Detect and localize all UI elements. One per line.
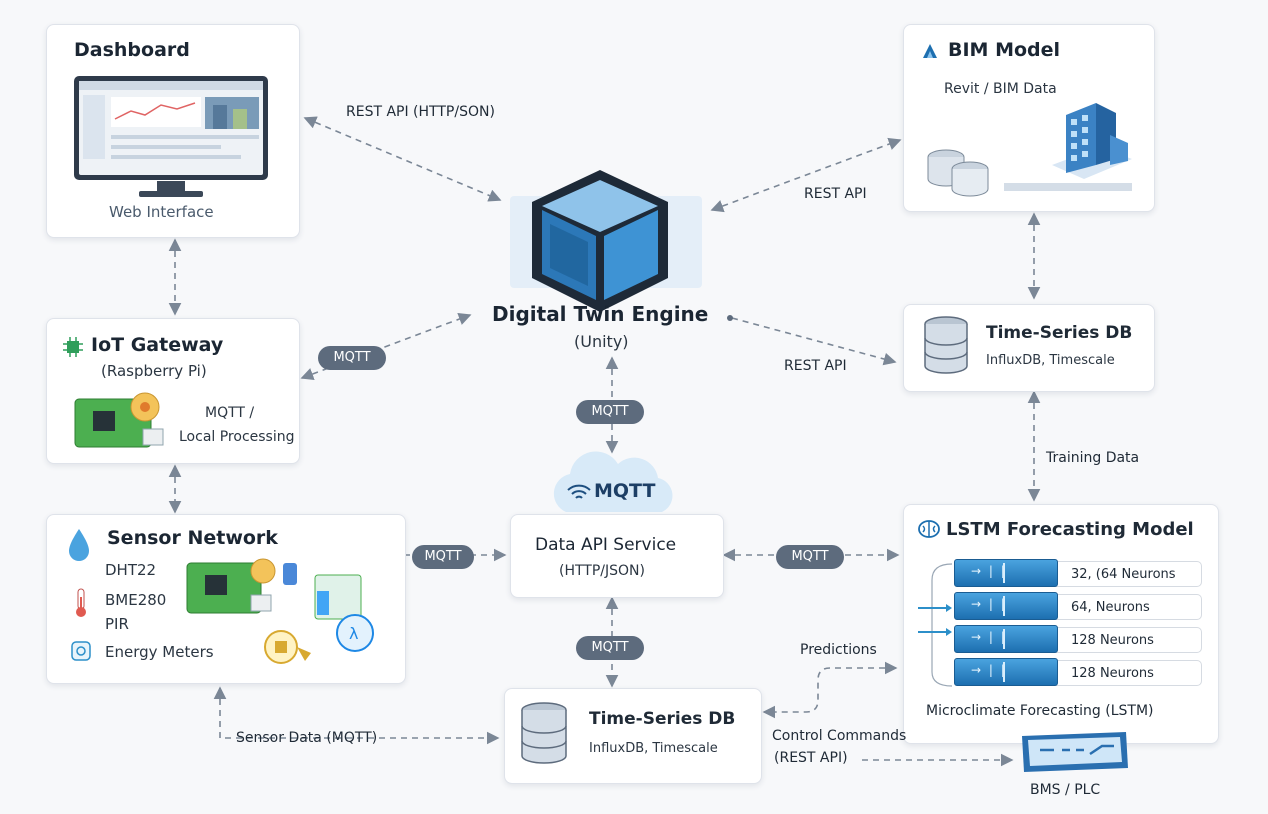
monitor-icon xyxy=(74,76,268,197)
lstm-caption: Microclimate Forecasting (LSTM) xyxy=(926,703,1154,719)
edge-label-training: Training Data xyxy=(1046,450,1140,466)
edge-label-control: (REST API) xyxy=(774,750,848,766)
raspberry-pi-board-icon xyxy=(74,392,164,448)
sensor-item: BME280 xyxy=(105,591,167,609)
tsdb-bottom-card[interactable]: Time-Series DB InfluxDB, Timescale xyxy=(504,688,762,784)
lstm-layer-block xyxy=(954,625,1058,653)
edge-label-sensor-data: Sensor Data (MQTT) xyxy=(236,730,378,746)
wifi-icon xyxy=(567,484,591,499)
lstm-layer-block xyxy=(954,658,1058,686)
bim-card[interactable]: BIM Model Revit / BIM Data xyxy=(903,24,1155,212)
mqtt-cloud-shape xyxy=(553,451,673,512)
mqtt-badge: MQTT xyxy=(318,346,386,370)
svg-text:λ: λ xyxy=(349,624,358,643)
lstm-layer-label: 64, Neurons xyxy=(1050,594,1202,620)
bim-icon xyxy=(923,44,937,58)
bms-label: BMS / PLC xyxy=(1030,782,1101,798)
thermometer-icon xyxy=(76,588,86,617)
database-icon xyxy=(521,702,567,764)
database-icon xyxy=(927,149,989,197)
tsdb-top-subtitle: InfluxDB, Timescale xyxy=(986,353,1115,368)
mqtt-badge: MQTT xyxy=(576,400,644,424)
database-icon xyxy=(924,316,968,374)
tsdb-top-title: Time-Series DB xyxy=(986,323,1133,343)
sensor-network-card[interactable]: Sensor Network DHT22 BME280 PIR Energy M… xyxy=(46,514,406,684)
tsdb-bottom-title: Time-Series DB xyxy=(589,709,736,729)
brain-icon xyxy=(918,520,940,538)
mqtt-badge: MQTT xyxy=(776,545,844,569)
arrow-lstm-tsdb xyxy=(762,661,898,719)
gateway-card[interactable]: IoT Gateway (Raspberry Pi) MQTT / Local … xyxy=(46,318,300,464)
lstm-layer-block xyxy=(954,592,1058,620)
lstm-layer-label: 32, (64 Neurons xyxy=(1050,561,1202,587)
sensor-item: Energy Meters xyxy=(105,643,214,661)
connector-dot xyxy=(727,315,733,321)
dashboard-title: Dashboard xyxy=(74,39,190,61)
gateway-subtitle: (Raspberry Pi) xyxy=(101,362,207,380)
chip-icon xyxy=(63,337,83,357)
bim-divider xyxy=(1004,183,1132,191)
plc-device-icon xyxy=(1022,732,1128,772)
engine-subtitle: (Unity) xyxy=(574,332,629,351)
cloud-label: MQTT xyxy=(594,480,656,502)
lstm-title: LSTM Forecasting Model xyxy=(946,519,1194,540)
edge-label-control: Control Commands xyxy=(772,728,907,744)
engine-title: Digital Twin Engine xyxy=(492,302,709,326)
bim-subtitle: Revit / BIM Data xyxy=(944,81,1057,97)
mqtt-badge: MQTT xyxy=(412,545,474,569)
lstm-layer-label: 128 Neurons xyxy=(1050,660,1202,686)
tsdb-bottom-subtitle: InfluxDB, Timescale xyxy=(589,741,718,756)
lstm-layer-block xyxy=(954,559,1058,587)
tsdb-top-card[interactable]: Time-Series DB InfluxDB, Timescale xyxy=(903,304,1155,392)
building-icon xyxy=(1052,103,1132,179)
arrow-engine-tsdb xyxy=(731,317,897,366)
edge-label-rest-bim: REST API xyxy=(804,186,867,202)
edge-label-rest-tsdb: REST API xyxy=(784,358,847,374)
cube-icon xyxy=(532,170,668,312)
api-service-subtitle: (HTTP/JSON) xyxy=(559,563,645,579)
lstm-card[interactable]: LSTM Forecasting Model Microclimate Fore… xyxy=(903,504,1219,744)
lstm-layer-label: 128 Neurons xyxy=(1050,627,1202,653)
sensor-network-title: Sensor Network xyxy=(107,527,278,549)
gateway-note-2: Local Processing xyxy=(179,429,295,445)
api-service-card[interactable]: Data API Service (HTTP/JSON) xyxy=(510,514,724,598)
sensor-item: PIR xyxy=(105,615,129,633)
thermometer-drop-icon xyxy=(69,529,89,561)
energy-meter-icon xyxy=(71,641,91,661)
sensor-item: DHT22 xyxy=(105,561,157,579)
edge-label-predictions: Predictions xyxy=(800,642,877,658)
gateway-note-1: MQTT / xyxy=(205,405,255,421)
dashboard-card[interactable]: Dashboard Web Interface xyxy=(46,24,300,238)
arrow-dashboard-engine xyxy=(303,116,502,202)
layer-bracket xyxy=(918,563,953,687)
bim-title: BIM Model xyxy=(948,39,1061,61)
gateway-title: IoT Gateway xyxy=(91,334,224,356)
sensor-hardware-illustration: λ xyxy=(186,558,374,664)
mqtt-badge: MQTT xyxy=(576,636,644,660)
api-service-title: Data API Service xyxy=(535,535,677,555)
dashboard-subtitle: Web Interface xyxy=(109,203,214,221)
edge-label-rest-json: REST API (HTTP/SON) xyxy=(346,104,495,120)
